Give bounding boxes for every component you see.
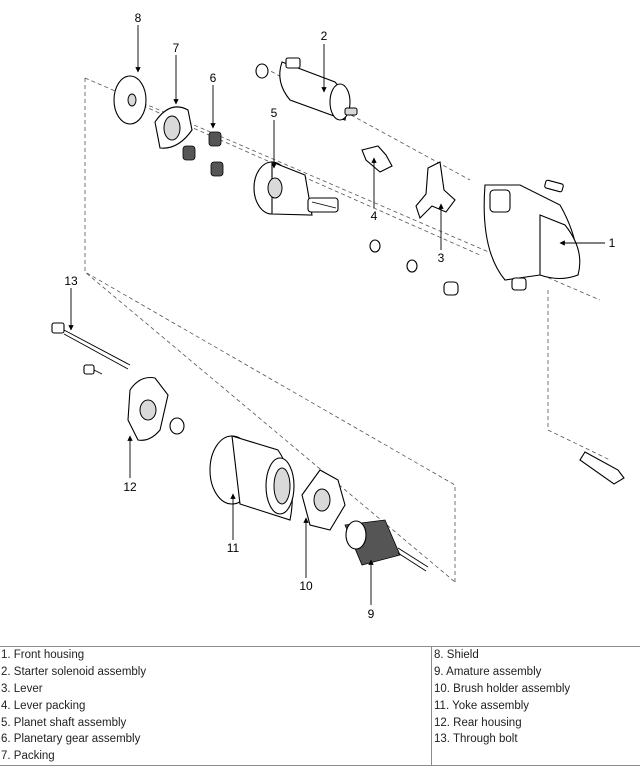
callout-13: 13: [64, 274, 78, 288]
legend-item: 9. Amature assembly: [434, 665, 542, 678]
rear-screw-part: [83, 364, 103, 375]
legend-item: 8. Shield: [434, 649, 479, 661]
armature-part: [344, 519, 429, 572]
callout-11: 11: [227, 541, 240, 555]
exploded-view-diagram: 8 7 6 2 5 4 3 1 13 12 11 10 9: [51, 11, 625, 621]
legend-item: 7. Packing: [1, 750, 55, 763]
lever-part: [415, 161, 456, 220]
callout-8: 8: [135, 11, 142, 25]
legend-item: 11. Yoke assembly: [434, 699, 530, 712]
callout-9: 9: [368, 607, 375, 621]
legend-item: 5. Planet shaft assembly: [1, 716, 127, 729]
callout-5: 5: [271, 106, 278, 120]
legend-item: 13. Through bolt: [434, 733, 518, 746]
legend-item: 1. Front housing: [1, 649, 85, 661]
legend-item: 3. Lever: [1, 682, 43, 695]
callout-7: 7: [173, 41, 180, 55]
callout-leaders: [68, 25, 605, 605]
washer-parts: [369, 239, 459, 296]
shield-part: [113, 75, 147, 125]
legend-item: 10. Brush holder assembly: [434, 682, 571, 695]
callout-10: 10: [299, 579, 313, 593]
lever-packing-part: [361, 145, 393, 173]
solenoid-part: [255, 57, 358, 121]
yoke-part: [209, 435, 295, 521]
packing-part: [154, 106, 193, 149]
legend-right-column: 8. Shield 9. Amature assembly 10. Brush …: [431, 645, 640, 767]
front-housing-part: [483, 179, 581, 291]
housing-bolt-part: [579, 451, 625, 485]
callout-1: 1: [609, 236, 616, 250]
callout-6: 6: [210, 71, 217, 85]
legend-item: 12. Rear housing: [434, 716, 522, 729]
callout-2: 2: [321, 29, 328, 43]
legend-item: 6. Planetary gear assembly: [1, 733, 141, 746]
callout-12: 12: [123, 480, 137, 494]
brush-holder-part: [301, 469, 346, 531]
callout-3: 3: [438, 251, 445, 265]
planet-shaft-part: [253, 161, 339, 216]
parts-legend-table: 1. Front housing 2. Starter solenoid ass…: [0, 645, 640, 767]
planetary-gear-part: [182, 131, 224, 177]
legend-item: 4. Lever packing: [1, 699, 86, 712]
callout-4: 4: [371, 209, 378, 223]
legend-item: 2. Starter solenoid assembly: [1, 665, 147, 678]
legend-left-column: 1. Front housing 2. Starter solenoid ass…: [0, 645, 432, 767]
rear-housing-part: [127, 376, 185, 441]
through-bolt-part: [51, 322, 131, 370]
